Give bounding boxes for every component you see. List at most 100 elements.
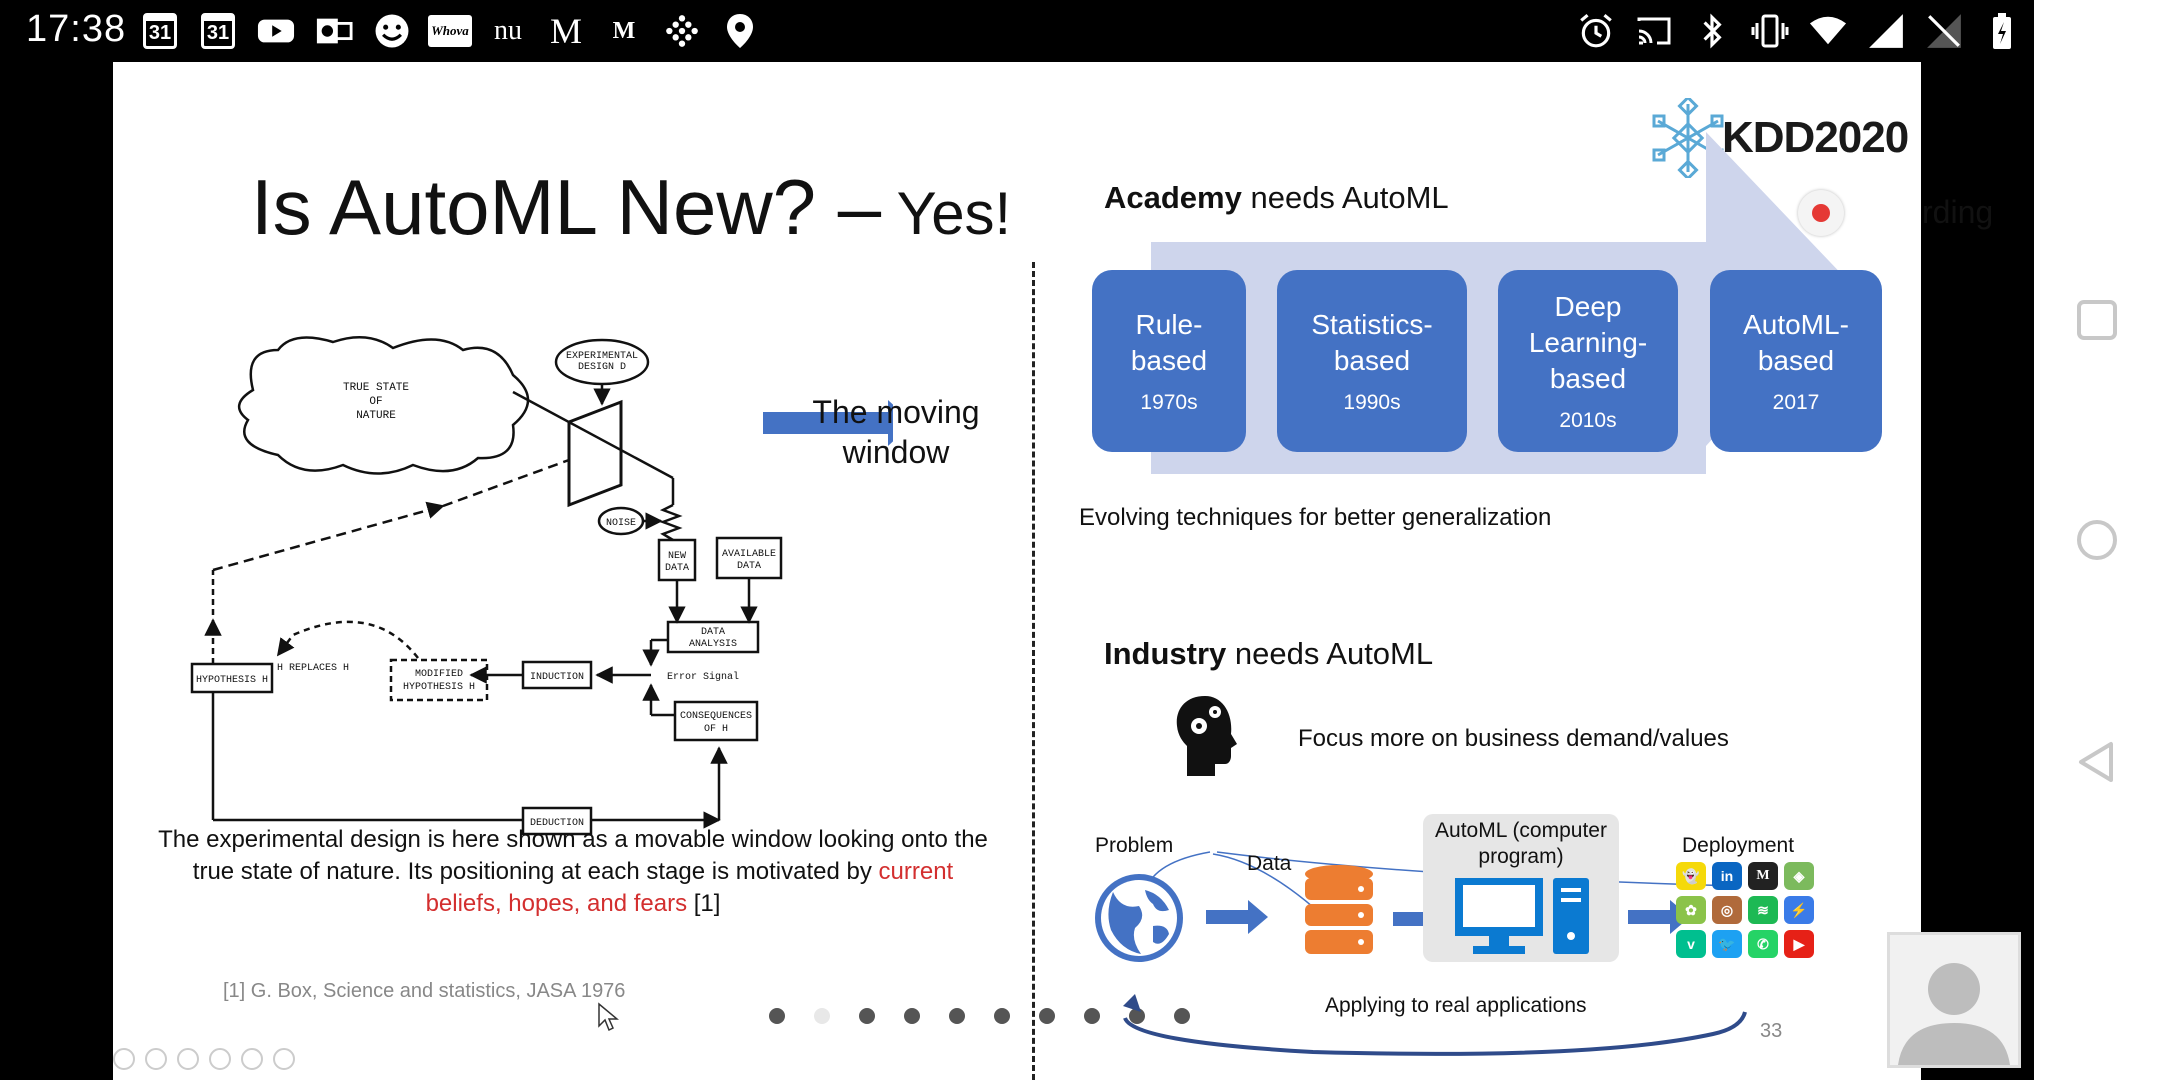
pagination-dot[interactable] bbox=[904, 1008, 920, 1024]
webcam-thumbnail[interactable] bbox=[1887, 932, 2021, 1068]
recents-button[interactable] bbox=[2073, 296, 2121, 344]
clock: 17:38 bbox=[26, 8, 127, 50]
svg-text:NATURE: NATURE bbox=[356, 410, 396, 422]
pagination-dot[interactable] bbox=[814, 1008, 830, 1024]
app-icons-grid: 👻 in M ◈ ✿ ◎ ≋ ⚡ v 🐦 ✆ ▶ bbox=[1676, 862, 1814, 958]
home-button[interactable] bbox=[2073, 516, 2121, 564]
kdd-logo-text: KDD2020 bbox=[1722, 113, 1909, 162]
data-analysis-box bbox=[666, 620, 760, 654]
page-number: 33 bbox=[1760, 1020, 1783, 1042]
globe-icon bbox=[1095, 874, 1183, 962]
svg-text:CONSEQUENCES: CONSEQUENCES bbox=[680, 711, 752, 722]
wifi-icon bbox=[1808, 12, 1848, 50]
pagination-dot[interactable] bbox=[1174, 1008, 1190, 1024]
battery-icon bbox=[1982, 12, 2022, 50]
location-icon bbox=[720, 12, 760, 50]
cast-icon bbox=[1634, 12, 1674, 50]
snowflake-icon bbox=[1652, 98, 1724, 178]
grid-icon bbox=[662, 12, 702, 50]
slides-icon[interactable] bbox=[209, 1048, 231, 1070]
svg-text:HYPOTHESIS H: HYPOTHESIS H bbox=[196, 675, 268, 686]
moving-window-label: The moving window bbox=[812, 394, 980, 470]
snapchat-icon: 👻 bbox=[1676, 862, 1706, 890]
industry-heading: Industry needs AutoML bbox=[1104, 636, 1434, 671]
svg-text:NOISE: NOISE bbox=[606, 518, 636, 529]
svg-text:DESIGN D: DESIGN D bbox=[578, 362, 626, 373]
academy-heading: Academy needs AutoML bbox=[1104, 180, 1449, 215]
svg-text:DATA: DATA bbox=[737, 561, 761, 572]
computer-icon bbox=[1455, 878, 1589, 954]
signal-icon bbox=[1866, 12, 1906, 50]
database-icon bbox=[1305, 865, 1373, 954]
svg-text:EXPERIMENTAL: EXPERIMENTAL bbox=[566, 351, 638, 362]
next-slide-icon[interactable] bbox=[145, 1048, 167, 1070]
medium-icon: M bbox=[549, 11, 582, 51]
applying-caption: Applying to real applications bbox=[1325, 994, 1587, 1017]
record-button[interactable] bbox=[1798, 190, 1844, 236]
pagination-dot[interactable] bbox=[949, 1008, 965, 1024]
bluetooth-icon bbox=[1692, 12, 1732, 50]
pen-icon[interactable] bbox=[177, 1048, 199, 1070]
messenger-icon: ⚡ bbox=[1784, 896, 1814, 924]
noise-spring bbox=[659, 503, 683, 542]
pagination-dot[interactable] bbox=[769, 1008, 785, 1024]
outlook-icon bbox=[314, 12, 354, 50]
spotify-icon: ≋ bbox=[1748, 896, 1778, 924]
instagram-icon: ◎ bbox=[1712, 896, 1742, 924]
svg-text:Error Signal: Error Signal bbox=[667, 671, 739, 683]
youtube-icon: ▶ bbox=[1784, 930, 1814, 958]
svg-text:H REPLACES H: H REPLACES H bbox=[277, 663, 349, 674]
consequences-box bbox=[673, 700, 759, 742]
calendar-icon: 31 bbox=[140, 12, 180, 50]
twitter-icon: 🐦 bbox=[1712, 930, 1742, 958]
diagram-caption: The experimental design is here shown as… bbox=[158, 826, 988, 917]
flow-arrow-1-icon bbox=[1206, 900, 1268, 934]
true-state-cloud bbox=[238, 336, 530, 475]
medium-small-icon: M bbox=[612, 17, 636, 44]
no-sim-icon bbox=[1924, 12, 1964, 50]
svg-text:NEW: NEW bbox=[668, 551, 686, 562]
svg-text:OF: OF bbox=[369, 396, 382, 408]
linkedin-icon: in bbox=[1712, 862, 1742, 890]
hypothesis-box bbox=[190, 662, 274, 694]
svg-text:DATA: DATA bbox=[665, 563, 689, 574]
status-bar: 17:38 31 31 Whova nu M M bbox=[0, 0, 2034, 62]
person-avatar-icon bbox=[1898, 963, 2010, 1065]
modified-hypothesis-box bbox=[389, 658, 489, 702]
problem-label: Problem bbox=[1095, 834, 1174, 857]
pagination-dot[interactable] bbox=[859, 1008, 875, 1024]
stage-deep-learning-based: Deep Learning- based 2010s bbox=[1498, 270, 1678, 452]
window-frame bbox=[567, 399, 623, 508]
medium-icon: M bbox=[1748, 862, 1778, 890]
pagination-dot[interactable] bbox=[1084, 1008, 1100, 1024]
slide-title: Is AutoML New? – Yes! bbox=[251, 163, 1012, 251]
svg-text:DATA: DATA bbox=[701, 627, 725, 638]
svg-text:OF H: OF H bbox=[704, 724, 728, 735]
alarm-icon bbox=[1576, 12, 1616, 50]
data-label: Data bbox=[1247, 852, 1292, 875]
deployment-label: Deployment bbox=[1682, 834, 1795, 857]
back-button[interactable] bbox=[2073, 738, 2121, 786]
automl-program-box: AutoML (computer program) bbox=[1423, 814, 1619, 962]
nu-icon: nu bbox=[494, 15, 522, 46]
svg-text:INDUCTION: INDUCTION bbox=[530, 672, 584, 683]
record-icon bbox=[1812, 204, 1830, 222]
zoom-icon[interactable] bbox=[241, 1048, 263, 1070]
calendar-icon: 31 bbox=[198, 12, 238, 50]
pagination-dot[interactable] bbox=[994, 1008, 1010, 1024]
whatsapp-icon: ✆ bbox=[1748, 930, 1778, 958]
svg-text:HYPOTHESIS H: HYPOTHESIS H bbox=[403, 682, 475, 693]
svg-text:DEDUCTION: DEDUCTION bbox=[530, 818, 584, 829]
reference-text: [1] G. Box, Science and statistics, JASA… bbox=[223, 980, 626, 1002]
system-icons bbox=[1576, 12, 2022, 50]
stage-statistics-based: Statistics- based 1990s bbox=[1277, 270, 1467, 452]
svg-text:AVAILABLE: AVAILABLE bbox=[722, 549, 776, 560]
youtube-icon bbox=[256, 12, 296, 50]
more-icon[interactable] bbox=[273, 1048, 295, 1070]
slide-toolbar bbox=[113, 1048, 295, 1070]
pagination-dot[interactable] bbox=[1039, 1008, 1055, 1024]
recording-label: rding bbox=[1922, 194, 1994, 230]
prev-slide-icon[interactable] bbox=[113, 1048, 135, 1070]
navigation-bar bbox=[2034, 0, 2160, 1080]
mouse-cursor-icon bbox=[598, 1002, 619, 1032]
